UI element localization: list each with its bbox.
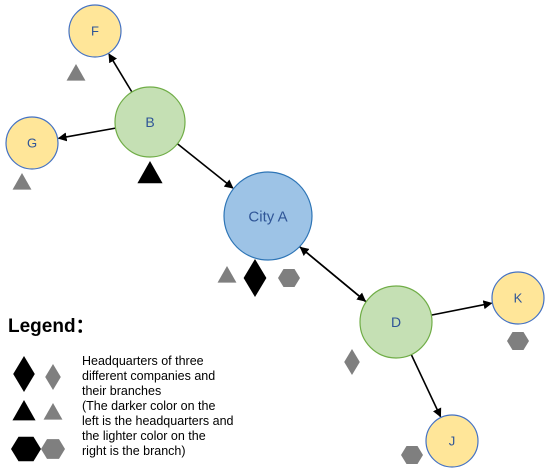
branch-diamond-marker-d bbox=[344, 349, 360, 375]
node-circle-g bbox=[5, 116, 59, 170]
headquarters-triangle-marker-b bbox=[137, 161, 163, 184]
markers-layer bbox=[12, 64, 529, 465]
node-b: B bbox=[114, 86, 186, 158]
branch-hexagon-marker-a bbox=[278, 268, 300, 288]
node-label-d: D bbox=[391, 314, 401, 330]
node-label-j: J bbox=[449, 434, 456, 449]
edge-d-to-j bbox=[410, 354, 442, 418]
edges-layer bbox=[57, 53, 493, 418]
headquarters-diamond-marker-a bbox=[243, 259, 267, 297]
legend-headquarters-triangle-icon bbox=[12, 400, 36, 421]
legend-headquarters-diamond-icon bbox=[13, 356, 35, 392]
edge-b-to-f bbox=[108, 53, 133, 93]
nodes-layer: City A B D F G K J bbox=[5, 4, 545, 468]
edge-b-to-g bbox=[57, 127, 116, 142]
node-j: J bbox=[425, 414, 479, 468]
branch-triangle-marker-g bbox=[12, 173, 32, 190]
node-label-g: G bbox=[27, 136, 37, 151]
node-d: D bbox=[359, 285, 433, 359]
edge-d-to-a bbox=[299, 246, 367, 303]
node-circle-b bbox=[114, 86, 186, 158]
legend-line: left is the headquarters and bbox=[82, 414, 234, 428]
legend-line: their branches bbox=[82, 384, 161, 398]
legend-icons bbox=[11, 356, 65, 462]
branch-triangle-marker-f bbox=[66, 64, 86, 81]
edge-d-to-k bbox=[431, 300, 493, 316]
node-circle-d bbox=[359, 285, 433, 359]
node-circle-j bbox=[425, 414, 479, 468]
branch-triangle-marker-a bbox=[217, 266, 237, 283]
branch-hexagon-marker-k bbox=[507, 331, 529, 351]
node-circle-k bbox=[491, 271, 545, 325]
legend-line: Headquarters of three bbox=[82, 354, 204, 368]
legend-title: Legend： bbox=[8, 316, 95, 337]
node-f: F bbox=[68, 4, 122, 58]
node-a: City A bbox=[223, 171, 313, 261]
node-g: G bbox=[5, 116, 59, 170]
legend-branch-hexagon-icon bbox=[41, 439, 65, 459]
edge-b-to-a bbox=[176, 143, 234, 189]
legend-branch-triangle-icon bbox=[43, 403, 63, 420]
legend-line: right is the branch) bbox=[82, 444, 186, 458]
legend-branch-diamond-icon bbox=[45, 364, 61, 390]
node-circle-a bbox=[223, 171, 313, 261]
branch-hexagon-marker-j bbox=[401, 445, 423, 465]
legend-line: (The darker color on the bbox=[82, 399, 215, 413]
legend-line: different companies and bbox=[82, 369, 215, 383]
legend-headquarters-hexagon-icon bbox=[11, 436, 41, 462]
node-label-f: F bbox=[91, 24, 99, 39]
legend: Legend： Headquarters of three different … bbox=[8, 316, 234, 462]
node-k: K bbox=[491, 271, 545, 325]
legend-line: the lighter color on the bbox=[82, 429, 206, 443]
node-circle-f bbox=[68, 4, 122, 58]
node-label-k: K bbox=[514, 291, 523, 306]
node-label-b: B bbox=[145, 114, 154, 130]
node-label-a: City A bbox=[248, 208, 287, 225]
